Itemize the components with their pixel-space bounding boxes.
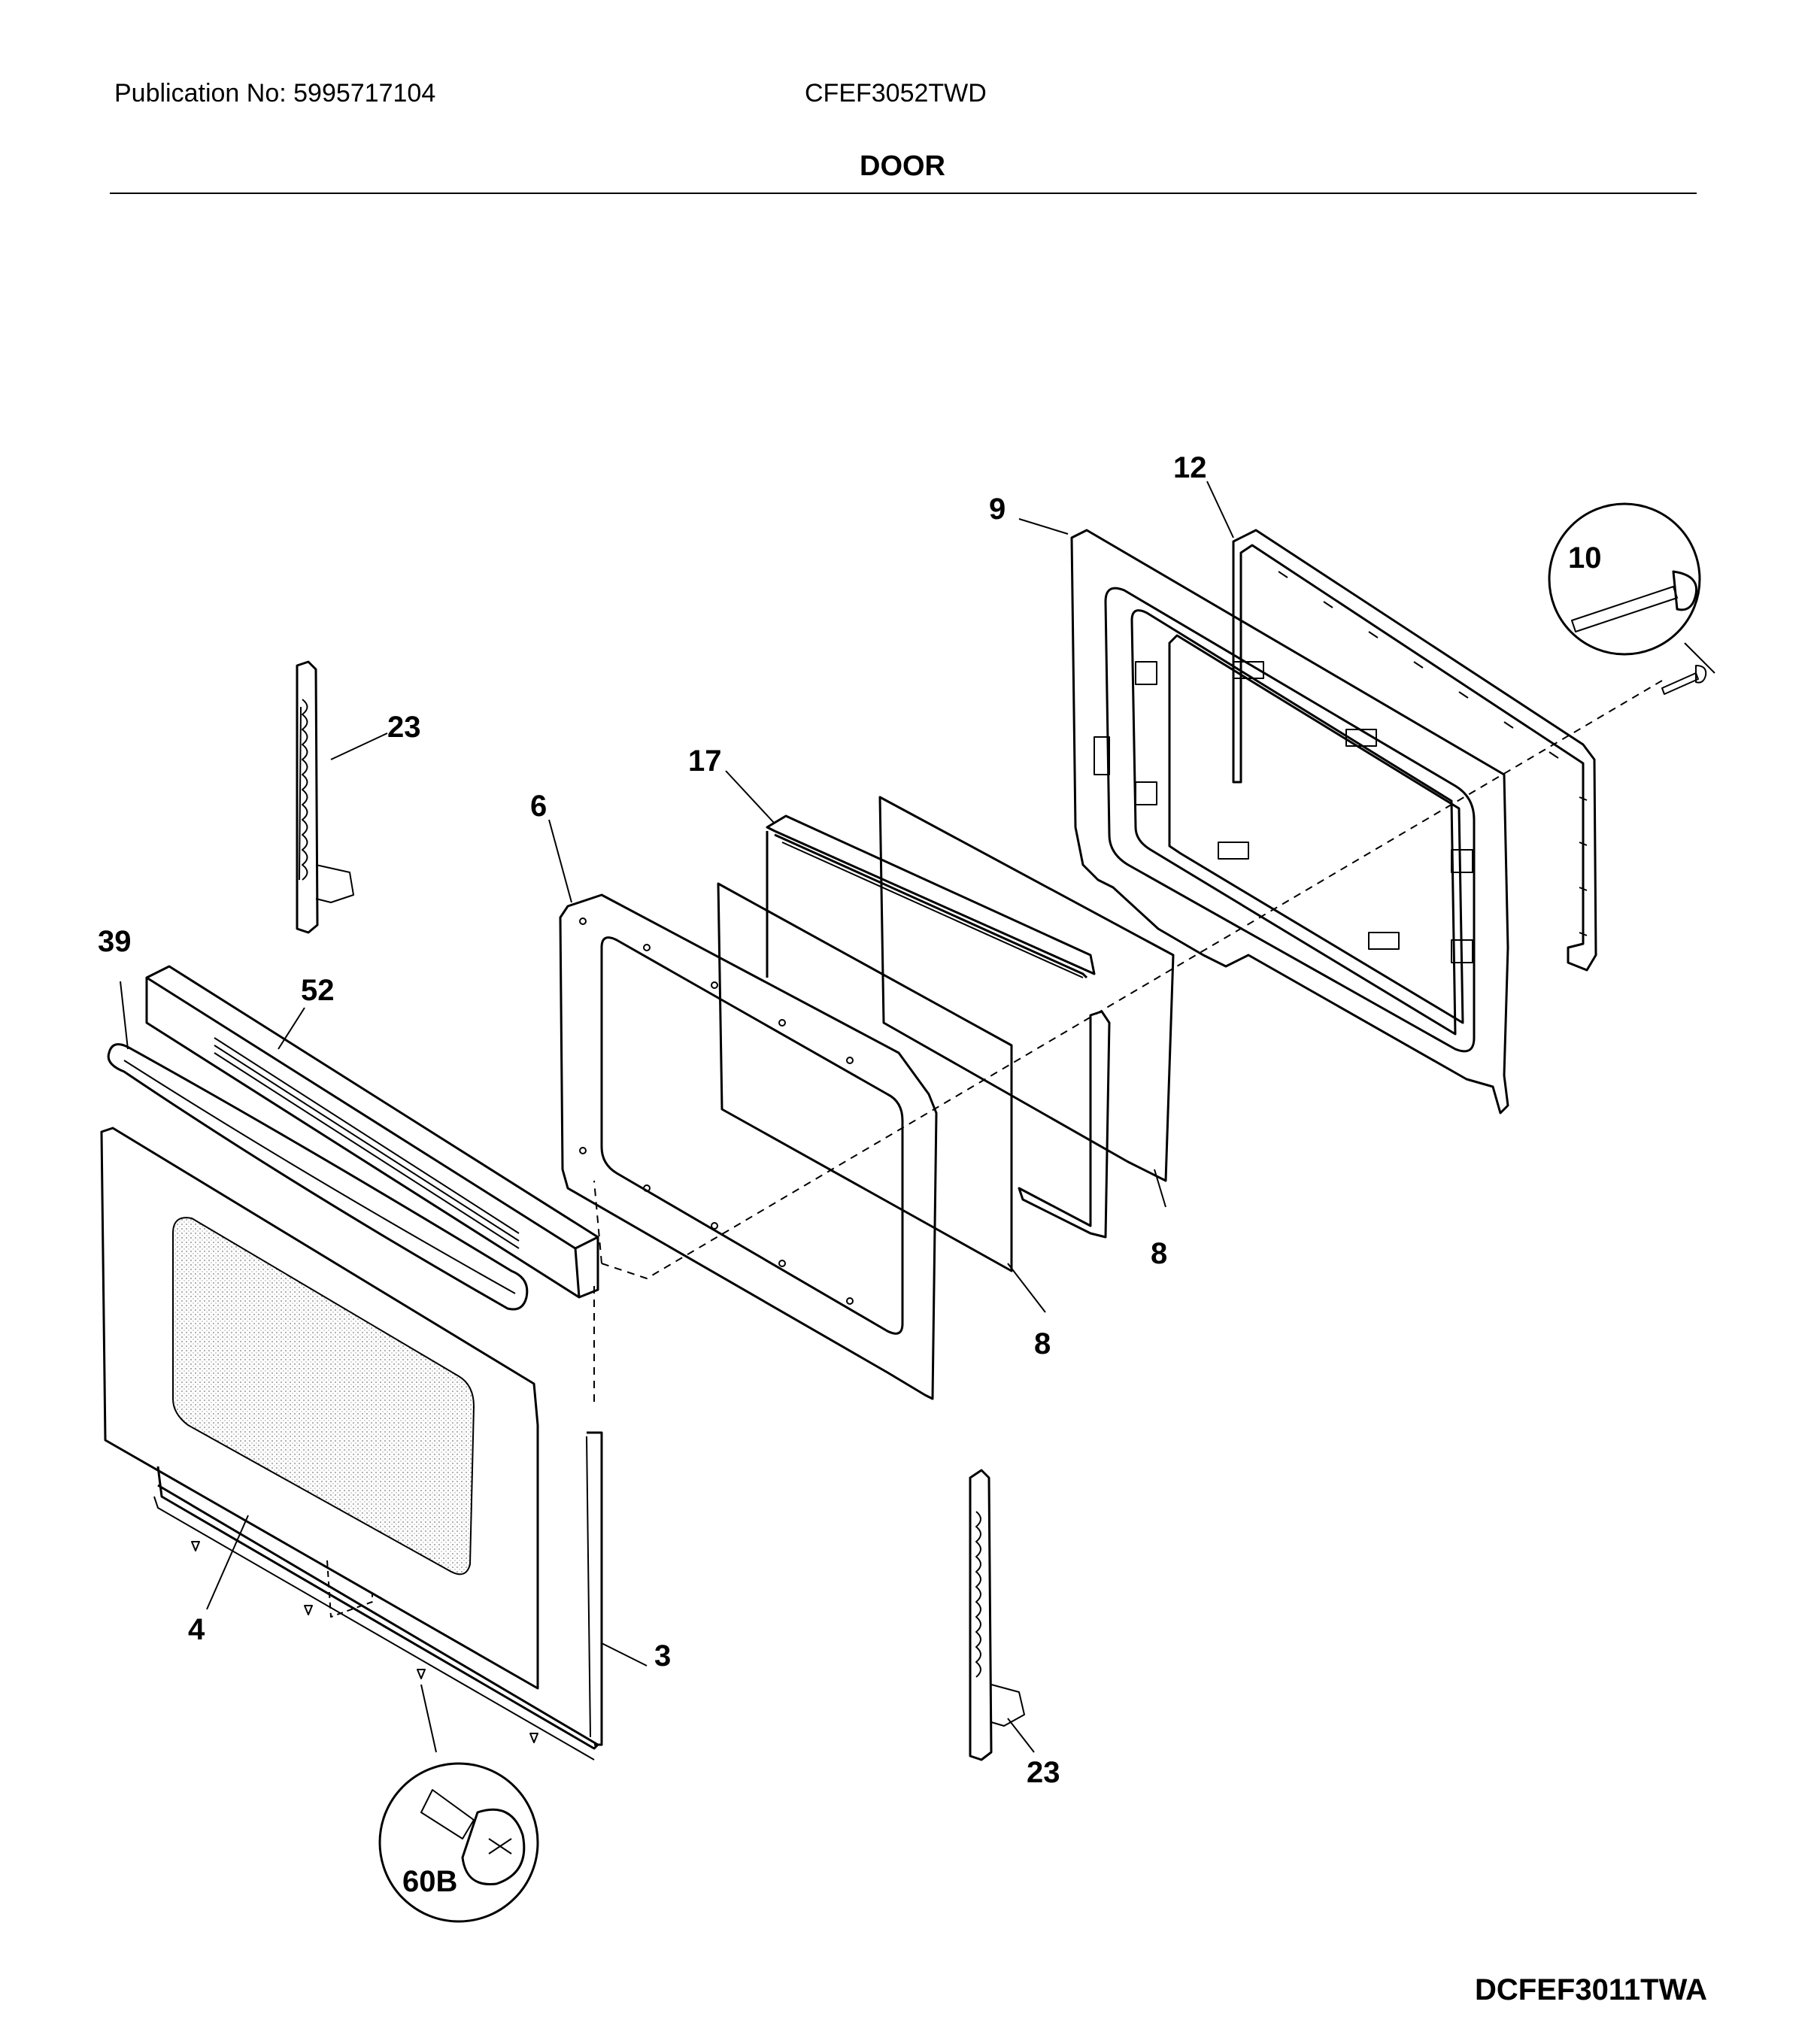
callout-8-right: 8 (1151, 1237, 1167, 1270)
assembly-axis-line (593, 680, 1663, 1406)
glass-frame (559, 893, 938, 1400)
insulation-retainer (766, 814, 1096, 979)
door-handle (107, 1043, 529, 1311)
door-top-trim (145, 965, 599, 1299)
rear-glass-panel (878, 796, 1175, 1182)
callout-12: 12 (1173, 451, 1207, 484)
callout-4: 4 (188, 1613, 205, 1646)
model-number: CFEF3052TWD (805, 79, 987, 108)
callout-8-mid: 8 (1034, 1327, 1051, 1360)
callout-52: 52 (301, 974, 335, 1007)
callout-23-lower: 23 (1027, 1756, 1060, 1789)
bottom-screws (191, 1541, 538, 1753)
front-glass-panel (717, 882, 1013, 1272)
upper-hinge (296, 660, 388, 934)
inner-door-liner (1070, 529, 1509, 1115)
callout-60b: 60B (402, 1865, 457, 1898)
callout-39: 39 (98, 925, 132, 958)
diagram-code: DCFEF3011TWA (1475, 1973, 1707, 2006)
callout-10: 10 (1568, 541, 1602, 575)
section-title: DOOR (860, 150, 945, 182)
callout-labels: 12 9 10 23 17 6 39 52 8 8 4 3 23 60B (98, 451, 1602, 1898)
callout-9: 9 (989, 493, 1006, 526)
glass-channel (1018, 1010, 1111, 1239)
door-gasket-frame (1232, 529, 1597, 972)
callout-3: 3 (654, 1639, 671, 1673)
leader-lines (120, 481, 1234, 1313)
lower-hinge (969, 1469, 1035, 1761)
screw-60b-callout (378, 1762, 539, 1923)
screw-detail-callout (1548, 502, 1715, 695)
door-bottom-trim (153, 1466, 599, 1761)
callout-23-upper: 23 (387, 711, 421, 744)
callout-17: 17 (688, 745, 722, 778)
header-divider (110, 193, 1697, 194)
outer-door-panel (100, 1127, 648, 1746)
publication-number: Publication No: 5995717104 (114, 79, 436, 108)
callout-6: 6 (530, 790, 547, 823)
